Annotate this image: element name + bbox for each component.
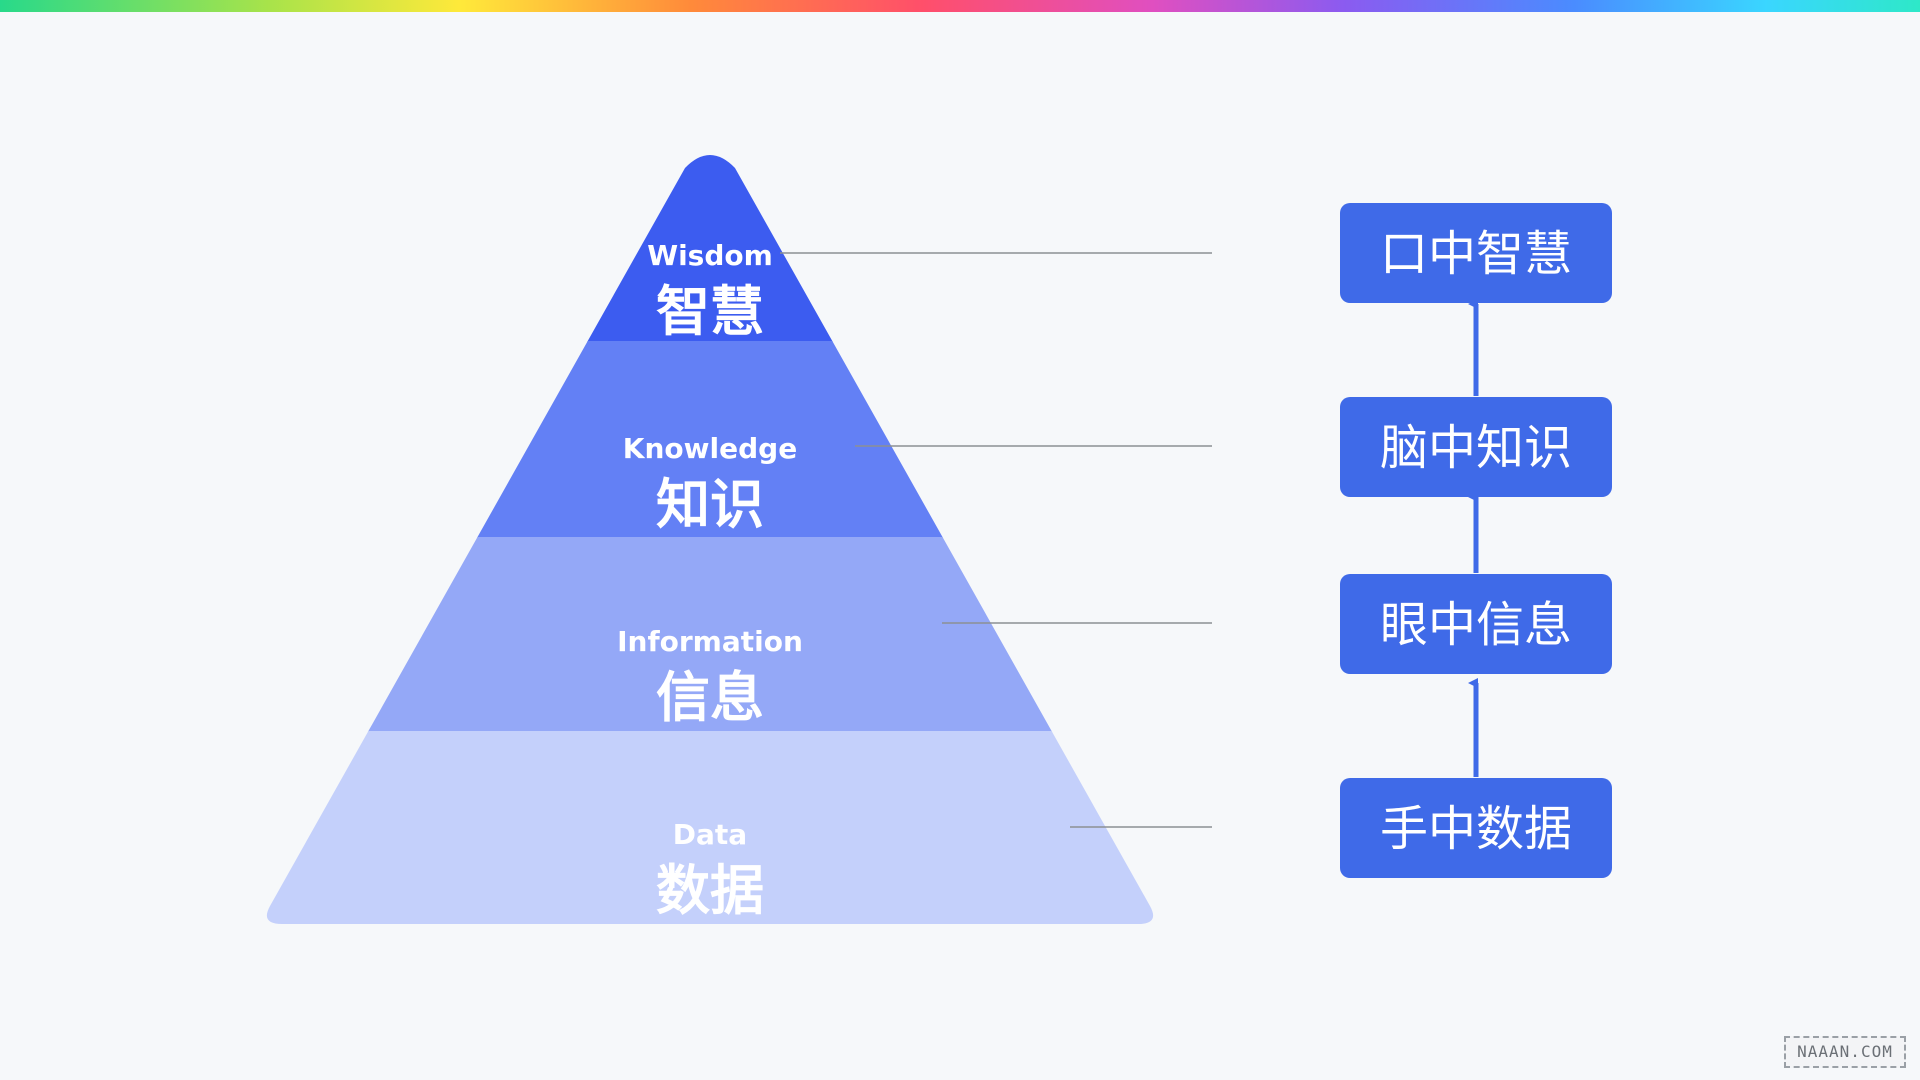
layer-label-en: Information bbox=[617, 625, 803, 658]
ladder-box-label: 手中数据 bbox=[1380, 801, 1572, 857]
layer-label-zh: 信息 bbox=[656, 666, 764, 729]
ladder-box-data: 手中数据 bbox=[1340, 778, 1612, 878]
ladder-box-label: 眼中信息 bbox=[1380, 597, 1572, 653]
ladder-box-information: 眼中信息 bbox=[1340, 574, 1612, 674]
ladder-box-label: 口中智慧 bbox=[1380, 226, 1572, 282]
layer-label-zh: 智慧 bbox=[656, 280, 764, 343]
layer-label-zh: 知识 bbox=[656, 473, 764, 536]
ladder-box-wisdom: 口中智慧 bbox=[1340, 203, 1612, 303]
pyramid-layer-data bbox=[266, 731, 1154, 924]
layer-label-zh: 数据 bbox=[656, 859, 764, 922]
layer-label-en: Wisdom bbox=[647, 239, 773, 272]
layer-label-en: Knowledge bbox=[623, 432, 797, 465]
layer-label-en: Data bbox=[673, 818, 747, 851]
ladder-box-label: 脑中知识 bbox=[1380, 420, 1572, 476]
ladder-box-knowledge: 脑中知识 bbox=[1340, 397, 1612, 497]
rainbow-top-bar bbox=[0, 0, 1920, 12]
watermark-logo: NAAAN.COM bbox=[1784, 1036, 1906, 1068]
